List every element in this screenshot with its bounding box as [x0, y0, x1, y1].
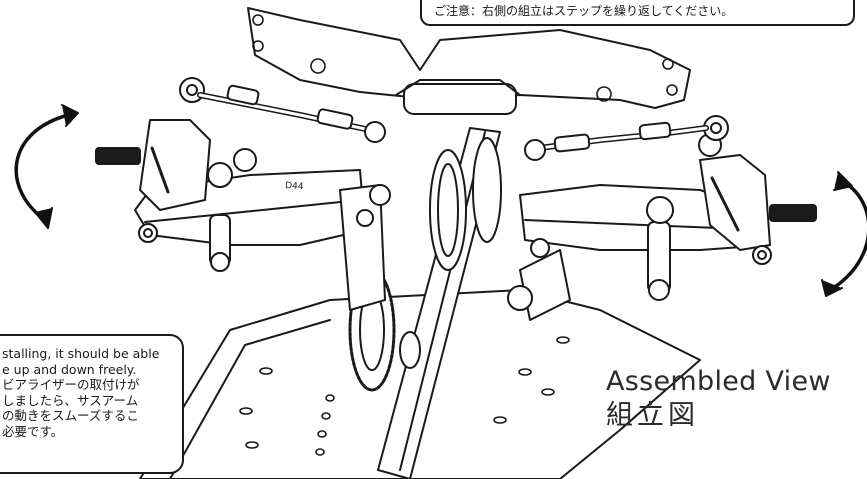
note-left-line: しましたら、サスアーム — [2, 392, 139, 408]
note-left-line: の動きをスムーズするこ — [2, 408, 139, 423]
motion-arrow-right — [821, 171, 867, 297]
note-top-text: ご注意：右側の組立はステップを繰り返してください。 — [434, 4, 734, 18]
motion-arrow-left — [14, 104, 79, 229]
assembled-view-title: Assembled View 組立図 — [606, 365, 831, 433]
chassis-holes — [239, 336, 570, 456]
title-japanese: 組立図 — [606, 400, 699, 431]
part-label: D44 — [285, 181, 304, 192]
note-top-callout: ご注意：右側の組立はステップを繰り返してください。 — [420, 0, 855, 26]
top-plate — [247, 7, 691, 109]
note-left-callout: stalling, it should be able e up and dow… — [0, 334, 184, 474]
note-left-line: 必要です。 — [2, 423, 64, 439]
right-turnbuckle — [524, 115, 729, 161]
left-turnbuckle — [179, 77, 386, 143]
note-left-line: e up and down freely. — [2, 361, 137, 377]
note-left-line: ビアライザーの取付けが — [2, 377, 140, 392]
note-left-line: stalling, it should be able — [2, 346, 160, 361]
title-english: Assembled View — [606, 366, 831, 397]
